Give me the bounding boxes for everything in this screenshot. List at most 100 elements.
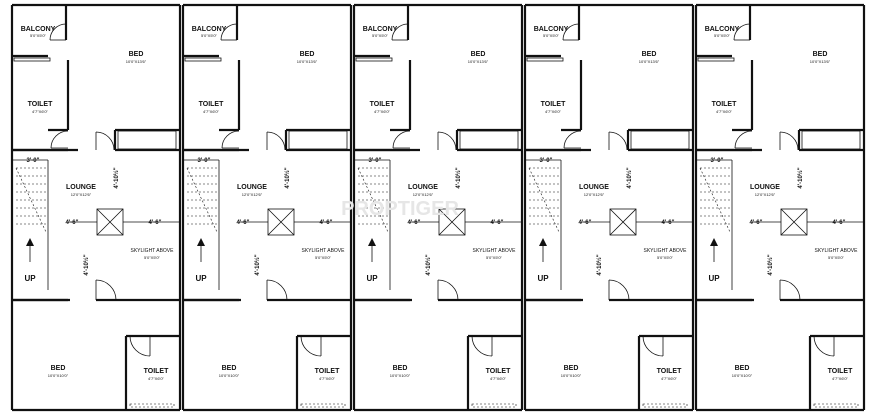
toilet-top-door-swing [563,130,582,149]
dim-vertical-bottom: 4'-10½" [254,254,261,275]
lounge-dim: 12'0"X12'6" [584,192,605,197]
dim-vertical-top: 4'-10½" [455,167,462,188]
balcony-label: BALCONY [21,26,56,33]
toilet-bottom-label: TOILET [486,368,511,375]
toilet-bottom-door-swing [813,335,835,357]
toilet-top-dim: 4'7"X6'0" [545,109,562,114]
skylight-label: SKYLIGHT ABOVE [302,248,346,254]
toilet-top-label: TOILET [199,101,224,108]
bed-bottom-dim: 10'0"X10'0" [732,373,753,378]
bed-top-wardrobe [459,130,519,150]
unit-5: BALCONY5'0"X5'0"TOILET4'7"X6'0"BED10'0"X… [694,3,866,412]
lounge-label: LOUNGE [237,184,267,191]
balcony-door-swing [733,23,751,41]
bed-top-wardrobe [288,130,348,150]
toilet-top-dim: 4'7"X6'0" [374,109,391,114]
toilet-top-label: TOILET [712,101,737,108]
skylight-cross [267,208,295,236]
dim-vertical-bottom: 4'-10½" [767,254,774,275]
unit-1: BALCONY5'0"X5'0"TOILET4'7"X6'0"BED10'0"X… [10,3,182,412]
toilet-bottom-vent [300,403,346,408]
toilet-bottom-vent [642,403,688,408]
balcony-railing [526,57,564,62]
up-label: UP [708,274,720,283]
unit-4: BALCONY5'0"X5'0"TOILET4'7"X6'0"BED10'0"X… [523,3,695,412]
lounge-dim: 12'0"X12'6" [413,192,434,197]
toilet-bottom-label: TOILET [828,368,853,375]
stair-width-dim: 3'-0" [369,158,382,164]
lounge-label: LOUNGE [750,184,780,191]
skylight-dim: 5'0"X5'0" [486,255,503,260]
dim-vertical-top: 4'-10½" [626,167,633,188]
skylight-cross [96,208,124,236]
dim-left: 4'-6" [750,220,763,226]
dim-vertical-bottom: 4'-10½" [596,254,603,275]
balcony-dim: 5'0"X5'0" [30,33,47,38]
up-label: UP [537,274,549,283]
up-arrow-head [710,238,718,246]
bed-top-wardrobe [801,130,861,150]
toilet-bottom-vent [471,403,517,408]
bed-top-dim: 10'0"X13'6" [810,59,831,64]
up-arrow-head [26,238,34,246]
up-arrow-head [197,238,205,246]
balcony-railing [355,57,393,62]
toilet-bottom-label: TOILET [657,368,682,375]
balcony-label: BALCONY [534,26,569,33]
bed-bottom-dim: 10'0"X10'0" [48,373,69,378]
bed-bottom-dim: 10'0"X10'0" [561,373,582,378]
bed-bottom-door-swing [608,279,630,301]
toilet-top-door-swing [221,130,240,149]
dim-right: 4'-6" [491,220,504,226]
skylight-cross [609,208,637,236]
bed-bottom-dim: 10'0"X10'0" [219,373,240,378]
unit-2: BALCONY5'0"X5'0"TOILET4'7"X6'0"BED10'0"X… [181,3,353,412]
bed-bottom-door-swing [266,279,288,301]
skylight-dim: 5'0"X5'0" [315,255,332,260]
skylight-cross [780,208,808,236]
stair-width-dim: 3'-0" [198,158,211,164]
dim-right: 4'-6" [149,220,162,226]
toilet-bottom-door-swing [300,335,322,357]
toilet-bottom-dim: 4'7"X6'0" [148,376,165,381]
lounge-label: LOUNGE [66,184,96,191]
skylight-label: SKYLIGHT ABOVE [644,248,688,254]
balcony-door-swing [220,23,238,41]
balcony-label: BALCONY [705,26,740,33]
toilet-bottom-dim: 4'7"X6'0" [832,376,849,381]
skylight-dim: 5'0"X5'0" [828,255,845,260]
balcony-railing [13,57,51,62]
toilet-bottom-dim: 4'7"X6'0" [319,376,336,381]
bed-top-wardrobe [630,130,690,150]
dim-right: 4'-6" [662,220,675,226]
bed-bottom-label: BED [222,365,237,372]
bed-bottom-label: BED [393,365,408,372]
bed-bottom-door-swing [437,279,459,301]
skylight-dim: 5'0"X5'0" [144,255,161,260]
bed-bottom-label: BED [735,365,750,372]
stair-width-dim: 3'-0" [540,158,553,164]
toilet-top-label: TOILET [541,101,566,108]
bed-top-label: BED [300,51,315,58]
lounge-dim: 12'0"X12'6" [71,192,92,197]
toilet-top-label: TOILET [28,101,53,108]
toilet-top-dim: 4'7"X6'0" [716,109,733,114]
dim-left: 4'-6" [408,220,421,226]
bed-top-label: BED [642,51,657,58]
toilet-bottom-door-swing [642,335,664,357]
balcony-dim: 5'0"X5'0" [372,33,389,38]
toilet-top-dim: 4'7"X6'0" [32,109,49,114]
skylight-label: SKYLIGHT ABOVE [815,248,859,254]
toilet-top-door-swing [50,130,69,149]
bed-top-wardrobe [117,130,177,150]
balcony-label: BALCONY [363,26,398,33]
up-arrow-head [539,238,547,246]
bed-top-door-swing [266,131,286,151]
bed-top-door-swing [95,131,115,151]
skylight-dim: 5'0"X5'0" [657,255,674,260]
lounge-dim: 12'0"X12'6" [242,192,263,197]
dim-right: 4'-6" [320,220,333,226]
dim-left: 4'-6" [579,220,592,226]
up-label: UP [195,274,207,283]
lounge-label: LOUNGE [408,184,438,191]
